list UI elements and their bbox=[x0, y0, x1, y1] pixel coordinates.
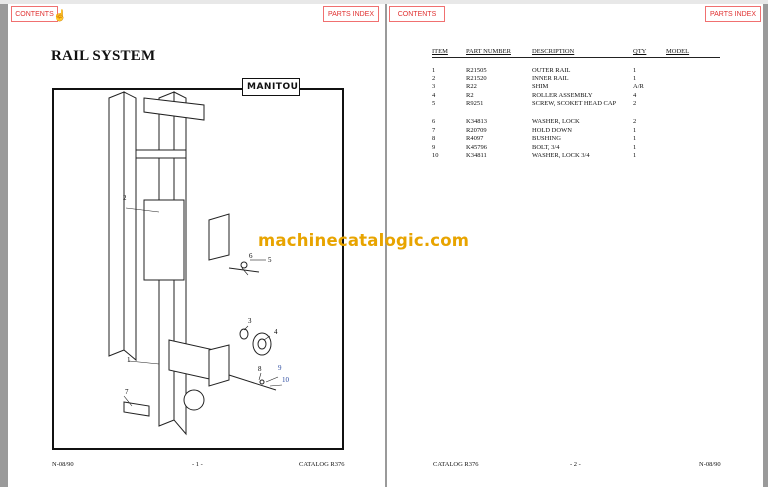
callout-10: 10 bbox=[282, 376, 290, 384]
diagram-frame: 1 2 3 4 5 6 7 8 9 10 bbox=[52, 88, 344, 450]
cell-qty: A/R bbox=[633, 83, 644, 90]
cell-item: 9 bbox=[432, 144, 436, 151]
cell-part: K45796 bbox=[466, 144, 487, 151]
cell-qty: 2 bbox=[633, 118, 637, 125]
contents-button[interactable]: CONTENTS bbox=[11, 6, 58, 22]
page-title: RAIL SYSTEM bbox=[51, 48, 156, 64]
cell-qty: 1 bbox=[633, 67, 637, 74]
cell-item: 10 bbox=[432, 152, 439, 159]
cell-desc: WASHER, LOCK 3/4 bbox=[532, 152, 590, 159]
cell-desc: ROLLER ASSEMBLY bbox=[532, 92, 593, 99]
rail-system-diagram: 1 2 3 4 5 6 7 8 9 10 bbox=[108, 91, 290, 436]
callout-1: 1 bbox=[127, 356, 131, 364]
cell-desc: WASHER, LOCK bbox=[532, 118, 580, 125]
cell-part: K34811 bbox=[466, 152, 487, 159]
viewer-toolbar-edge bbox=[0, 0, 768, 4]
header-rule bbox=[432, 57, 720, 58]
cell-qty: 1 bbox=[633, 127, 637, 134]
parts-index-button[interactable]: PARTS INDEX bbox=[705, 6, 761, 22]
header-item: ITEM bbox=[432, 48, 448, 55]
cell-part: R4097 bbox=[466, 135, 484, 142]
cell-desc: SHIM bbox=[532, 83, 549, 90]
callout-8: 8 bbox=[258, 365, 262, 373]
cell-item: 5 bbox=[432, 100, 436, 107]
cell-item: 3 bbox=[432, 83, 436, 90]
cell-qty: 1 bbox=[633, 135, 637, 142]
header-qty: QTY bbox=[633, 48, 647, 55]
cell-qty: 1 bbox=[633, 75, 637, 82]
cell-part: R9251 bbox=[466, 100, 484, 107]
manitou-logo: MANITOU bbox=[242, 78, 300, 96]
footer-catalog: CATALOG R376 bbox=[433, 461, 479, 468]
cell-part: K34813 bbox=[466, 118, 487, 125]
cell-qty: 2 bbox=[633, 100, 637, 107]
footer-date: N-08/90 bbox=[699, 461, 721, 468]
callout-4: 4 bbox=[274, 328, 278, 336]
header-description: DESCRIPTION bbox=[532, 48, 575, 55]
callout-2: 2 bbox=[123, 194, 127, 202]
cell-desc: BUSHING bbox=[532, 135, 561, 142]
callout-6: 6 bbox=[249, 252, 253, 260]
callout-9: 9 bbox=[278, 364, 282, 372]
footer-catalog: CATALOG R376 bbox=[299, 461, 345, 468]
cell-part: R20709 bbox=[466, 127, 487, 134]
callout-7: 7 bbox=[125, 388, 129, 396]
cell-desc: INNER RAIL bbox=[532, 75, 569, 82]
cell-part: R2 bbox=[466, 92, 474, 99]
footer-date: N-08/90 bbox=[52, 461, 74, 468]
cell-item: 4 bbox=[432, 92, 436, 99]
cell-qty: 1 bbox=[633, 152, 637, 159]
parts-index-button[interactable]: PARTS INDEX bbox=[323, 6, 379, 22]
header-model: MODEL bbox=[666, 48, 690, 55]
header-part-number: PART NUMBER bbox=[466, 48, 511, 55]
cell-item: 2 bbox=[432, 75, 436, 82]
cell-desc: HOLD DOWN bbox=[532, 127, 572, 134]
cell-part: R21505 bbox=[466, 67, 487, 74]
page-2: CONTENTS PARTS INDEX ITEM PART NUMBER DE… bbox=[387, 4, 763, 487]
cell-qty: 1 bbox=[633, 144, 637, 151]
cell-item: 8 bbox=[432, 135, 436, 142]
cell-desc: SCREW, SCOKET HEAD CAP bbox=[532, 100, 617, 107]
footer-page-number: - 1 - bbox=[192, 461, 203, 468]
callout-3: 3 bbox=[248, 317, 252, 325]
contents-button[interactable]: CONTENTS bbox=[389, 6, 445, 22]
cell-item: 1 bbox=[432, 67, 436, 74]
cell-item: 7 bbox=[432, 127, 436, 134]
cell-part: R22 bbox=[466, 83, 477, 90]
cell-qty: 4 bbox=[633, 92, 637, 99]
page-1: CONTENTS PARTS INDEX RAIL SYSTEM bbox=[8, 4, 385, 487]
cell-part: R21520 bbox=[466, 75, 487, 82]
logo-text: MANITOU bbox=[247, 82, 299, 92]
cell-item: 6 bbox=[432, 118, 436, 125]
footer-page-number: - 2 - bbox=[570, 461, 581, 468]
callout-5: 5 bbox=[268, 256, 272, 264]
cell-desc: OUTER RAIL bbox=[532, 67, 571, 74]
watermark: machinecatalogic.com bbox=[258, 231, 470, 250]
cell-desc: BOLT, 3/4 bbox=[532, 144, 560, 151]
hand-cursor-icon: ☝ bbox=[53, 10, 67, 22]
